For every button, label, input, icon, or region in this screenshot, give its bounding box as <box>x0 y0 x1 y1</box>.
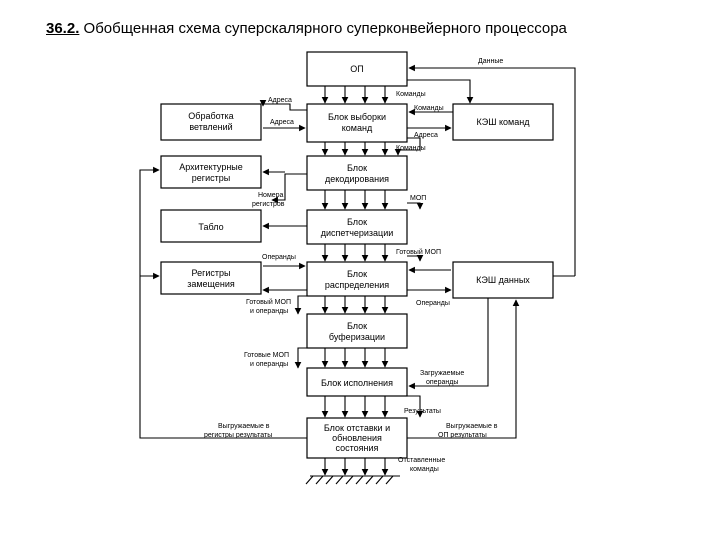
edge-fetch-decode-right <box>394 137 421 156</box>
edge-rename-distrib <box>262 262 307 294</box>
label-cmds-op: Команды <box>396 91 426 98</box>
edge-retire-op <box>407 299 520 439</box>
edge-dispatch-distrib <box>407 255 424 262</box>
edge-fetch-branch <box>259 100 307 132</box>
edge-retire-regs <box>139 166 307 439</box>
edge-mop-dispatch <box>407 202 424 210</box>
edge-dcache-distrib <box>407 266 452 294</box>
bus-buffer-exec <box>321 348 389 368</box>
label-results: Результаты <box>404 408 441 415</box>
block-exec: Блок исполнения <box>306 367 408 397</box>
label-addr-branch-bot: Адреса <box>270 119 294 126</box>
edge-decode-archregs <box>262 168 307 204</box>
label-addr-cache: Адреса <box>414 132 438 139</box>
edge-dcache-exec <box>408 298 489 390</box>
block-icache: КЭШ команд <box>452 103 554 141</box>
ground-symbol <box>305 475 400 485</box>
bus-retire-out <box>321 458 389 476</box>
label-operands-rename: Операнды <box>262 254 296 261</box>
label-data: Данные <box>478 58 503 65</box>
label-operands-dcache: Операнды <box>416 300 450 307</box>
label-addr-branch-top: Адреса <box>268 97 292 104</box>
block-icache-label: КЭШ команд <box>477 117 531 127</box>
bus-op-fetch <box>321 86 389 104</box>
block-table-label: Табло <box>198 222 223 232</box>
block-exec-label: Блок исполнения <box>321 378 393 388</box>
slide-title-text: Обобщенная схема суперскалярного суперко… <box>83 20 567 37</box>
block-op-label: ОП <box>350 64 363 74</box>
bus-dispatch-distrib <box>321 244 389 262</box>
bus-distrib-buffer <box>321 296 389 314</box>
label-mop: МОП <box>410 195 426 202</box>
bus-exec-retire <box>321 396 389 418</box>
block-dcache-label: КЭШ данных <box>476 275 530 285</box>
block-op: ОП <box>306 51 408 87</box>
block-dcache: КЭШ данных <box>452 261 554 299</box>
bus-fetch-decode <box>321 142 389 156</box>
edge-buffer-exec-left <box>294 347 307 369</box>
label-cmds-fetch: Команды <box>396 145 426 152</box>
edge-distrib-buffer-left <box>294 295 307 315</box>
slide-number: 36.2. <box>46 20 80 37</box>
slide-title: 36.2. Обобщенная схема суперскалярного с… <box>46 20 567 37</box>
edge-op-icache <box>407 79 474 104</box>
edge-data-op <box>408 64 576 277</box>
label-ready-mop-distrib: Готовый МОП <box>396 248 441 256</box>
block-table: Табло <box>160 209 262 243</box>
edge-exec-retire <box>407 395 424 418</box>
label-cmds-cache: Команды <box>414 105 444 112</box>
bus-decode-dispatch <box>321 190 389 210</box>
